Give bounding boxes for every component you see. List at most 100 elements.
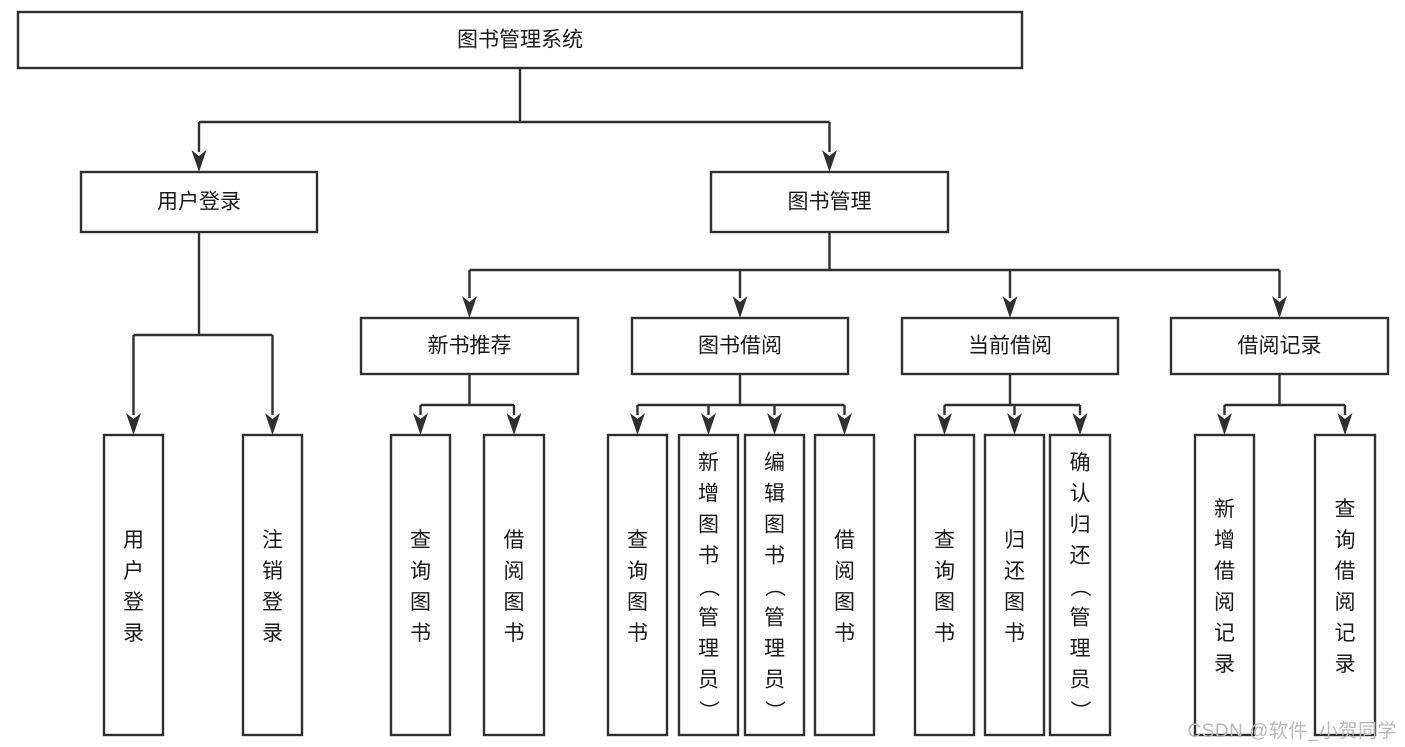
node-label-char: 增 [698,483,719,506]
node-new-book-rec[interactable]: 新书推荐 [359,316,580,376]
node-label-char: ） [697,700,720,721]
node-label-char: 书 [627,622,648,645]
node-label-char: 登 [262,591,283,614]
node-label-char: 询 [410,560,431,583]
node-label-char: 还 [1004,560,1025,583]
arrow-head-borrow_record-1 [1337,413,1353,435]
arrow-head-root-0 [191,150,207,172]
node-book-borrow[interactable]: 图书借阅 [630,316,850,376]
node-label-char: 记 [1335,622,1356,645]
node-label-char: 借 [834,529,855,552]
node-label-char: 管 [698,607,719,630]
node-box-leaf-logout [241,433,304,737]
node-box-leaf-return-book [983,433,1046,737]
node-label-char: 借 [1335,560,1356,583]
arrow-head-root-1 [822,150,837,172]
node-label-char: 查 [1335,498,1356,521]
arrow-head-book_borrow-2 [767,413,782,435]
node-label-new-book-rec: 新书推荐 [428,335,512,358]
node-box-leaf-query-book-c [913,433,976,737]
node-label-char: ） [1068,700,1091,721]
node-book-manage[interactable]: 图书管理 [709,170,950,234]
node-label-char: 图 [698,514,719,537]
node-box-leaf-query-record [1313,433,1377,737]
node-label-char: 图 [627,591,648,614]
arrow-head-new_book_rec-1 [506,413,522,435]
node-borrow-record[interactable]: 借阅记录 [1169,316,1390,376]
node-label-char: 图 [504,591,525,614]
node-root[interactable]: 图书管理系统 [16,10,1024,70]
node-label-char: 销 [262,560,283,583]
node-box-book-borrow [630,316,850,376]
node-label-char: 书 [504,622,525,645]
node-label-char: 书 [410,622,431,645]
node-label-char: 员 [698,669,719,692]
node-label-char: 借 [504,529,525,552]
node-label-book-borrow: 图书借阅 [698,335,782,358]
node-user-login[interactable]: 用户登录 [79,170,319,234]
arrow-head-current_borrow-2 [1072,413,1088,435]
node-label-char: 询 [627,560,648,583]
node-label-char: 录 [262,622,283,645]
node-box-leaf-borrow-book-a [482,433,546,737]
node-label-char: （ [763,576,786,597]
node-label-char: 新 [1214,498,1235,521]
arrow-head-book_manage-2 [1002,296,1018,318]
node-label-char: 管 [764,607,785,630]
node-label-char: 认 [1070,483,1091,506]
node-label-char: 录 [1335,653,1356,676]
node-box-current-borrow [900,316,1120,376]
node-box-leaf-user-login [102,433,165,737]
arrow-head-book_borrow-3 [837,413,852,435]
node-label-current-borrow: 当前借阅 [968,335,1052,358]
node-label-char: 阅 [504,560,525,583]
node-label-char: 阅 [834,560,855,583]
node-label-char: 询 [934,560,955,583]
node-label-char: 图 [1004,591,1025,614]
node-label-char: 理 [698,638,719,661]
node-label-char: 还 [1070,545,1091,568]
node-label-char: 借 [1214,560,1235,583]
node-layer: 图书管理系统用户登录图书管理新书推荐图书借阅当前借阅借阅记录用户登录注销登录查询… [16,10,1390,737]
node-label-char: 图 [410,591,431,614]
node-label-char: 增 [1214,529,1235,552]
node-box-leaf-edit-book [743,433,806,737]
node-label-char: 书 [1004,622,1025,645]
node-leaf-user-login[interactable]: 用户登录 [102,433,165,737]
node-box-leaf-query-book-a [389,433,452,737]
node-current-borrow[interactable]: 当前借阅 [900,316,1120,376]
node-label-char: 新 [698,452,719,475]
arrow-head-book_manage-3 [1272,296,1287,318]
node-box-user-login [79,170,319,234]
node-box-leaf-add-book [677,433,740,737]
arrow-head-book_manage-1 [732,296,748,318]
node-label-char: 图 [934,591,955,614]
node-box-borrow-record [1169,316,1390,376]
node-box-leaf-add-record [1193,433,1256,737]
node-box-new-book-rec [359,316,580,376]
connector-layer [126,68,1353,435]
node-label-char: 阅 [1214,591,1235,614]
arrow-head-book_borrow-1 [701,413,716,435]
node-label-char: 记 [1214,622,1235,645]
node-label-char: 辑 [764,483,785,506]
node-label-char: 图 [834,591,855,614]
node-label-book-manage: 图书管理 [788,191,872,214]
node-box-leaf-query-book-b [606,433,669,737]
node-label-char: 编 [764,452,785,475]
node-label-char: 查 [934,529,955,552]
node-label-char: （ [697,576,720,597]
